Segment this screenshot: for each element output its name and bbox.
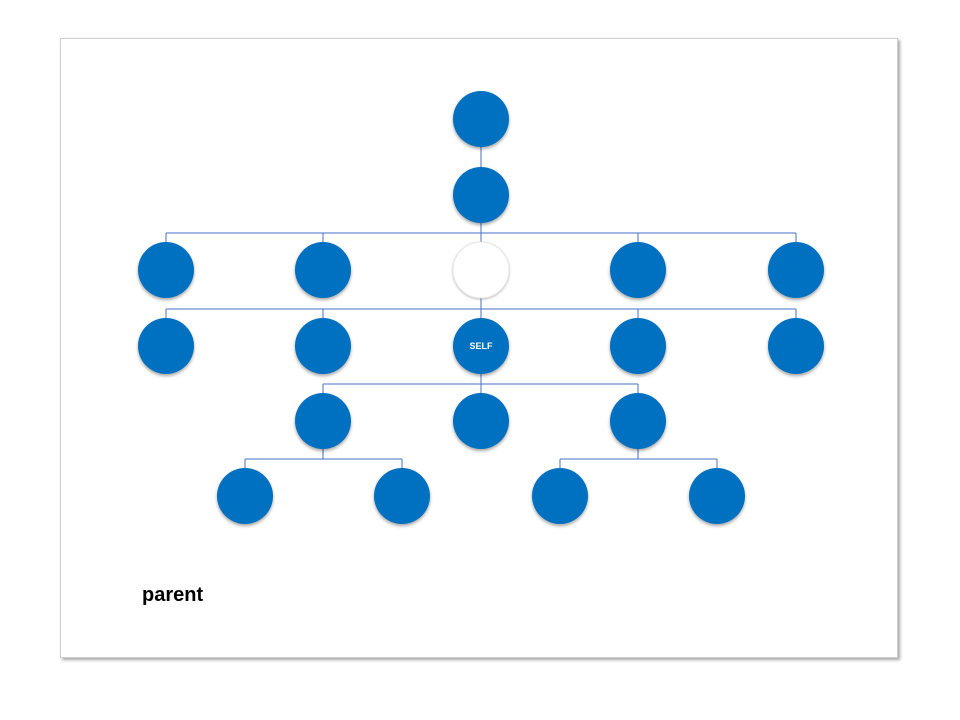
node-g4-n2 xyxy=(295,318,351,374)
node-g4-n5 xyxy=(768,318,824,374)
node-g2-n1 xyxy=(453,167,509,223)
node-g6-n4 xyxy=(689,468,745,524)
node-g4-n4 xyxy=(610,318,666,374)
node-g5-n3 xyxy=(610,393,666,449)
node-g3-n4 xyxy=(610,242,666,298)
caption-text: parent xyxy=(142,584,204,606)
node-g4-n3 xyxy=(453,318,509,374)
node-g4-n1 xyxy=(138,318,194,374)
node-g3-n2 xyxy=(295,242,351,298)
node-g3-n5 xyxy=(768,242,824,298)
node-g1-n1 xyxy=(453,91,509,147)
node-g5-n1 xyxy=(295,393,351,449)
node-g5-n2 xyxy=(453,393,509,449)
node-g6-n1 xyxy=(217,468,273,524)
node-label-g4-n3: SELF xyxy=(469,341,493,351)
node-g3-n3 xyxy=(452,241,510,299)
node-g6-n2 xyxy=(374,468,430,524)
node-g3-n1 xyxy=(138,242,194,298)
node-g6-n3 xyxy=(532,468,588,524)
